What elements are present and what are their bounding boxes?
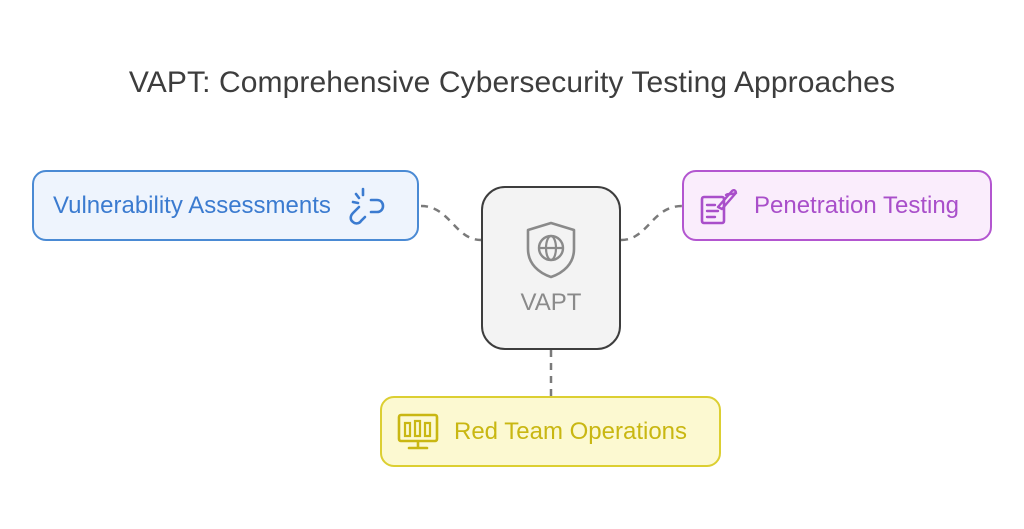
center-node-label: VAPT [520,289,582,316]
center-node-vapt[interactable]: VAPT [481,186,621,350]
shield-globe-icon [522,219,580,281]
node-red-team-label: Red Team Operations [454,417,688,445]
node-vulnerability-label: Vulnerability Assessments [53,191,331,219]
node-penetration-label: Penetration Testing [754,191,960,219]
broken-link-icon [345,186,387,226]
connector-vulnerability [420,204,482,242]
computer-monitor-icon [396,411,440,453]
node-penetration-testing[interactable]: Penetration Testing [682,170,992,241]
node-vulnerability-assessments[interactable]: Vulnerability Assessments [32,170,419,241]
diagram-title: VAPT: Comprehensive Cybersecurity Testin… [128,66,896,99]
node-red-team-operations[interactable]: Red Team Operations [380,396,721,467]
connector-penetration [620,204,683,242]
signing-document-icon [698,185,740,227]
